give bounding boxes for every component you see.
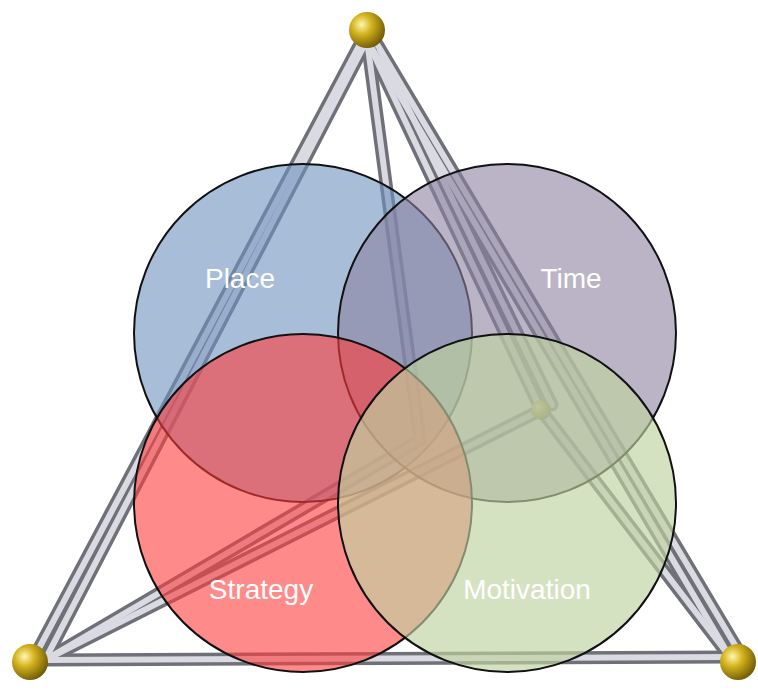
circle-label: Place (205, 264, 275, 295)
circle-label: Strategy (209, 575, 313, 606)
vertex-spheres (12, 12, 756, 680)
motivation-circle: Motivation (337, 333, 677, 673)
circle-shape (338, 334, 676, 672)
circle-outline (337, 333, 677, 673)
circle-label: Motivation (463, 575, 591, 606)
circle-label: Time (540, 264, 601, 295)
